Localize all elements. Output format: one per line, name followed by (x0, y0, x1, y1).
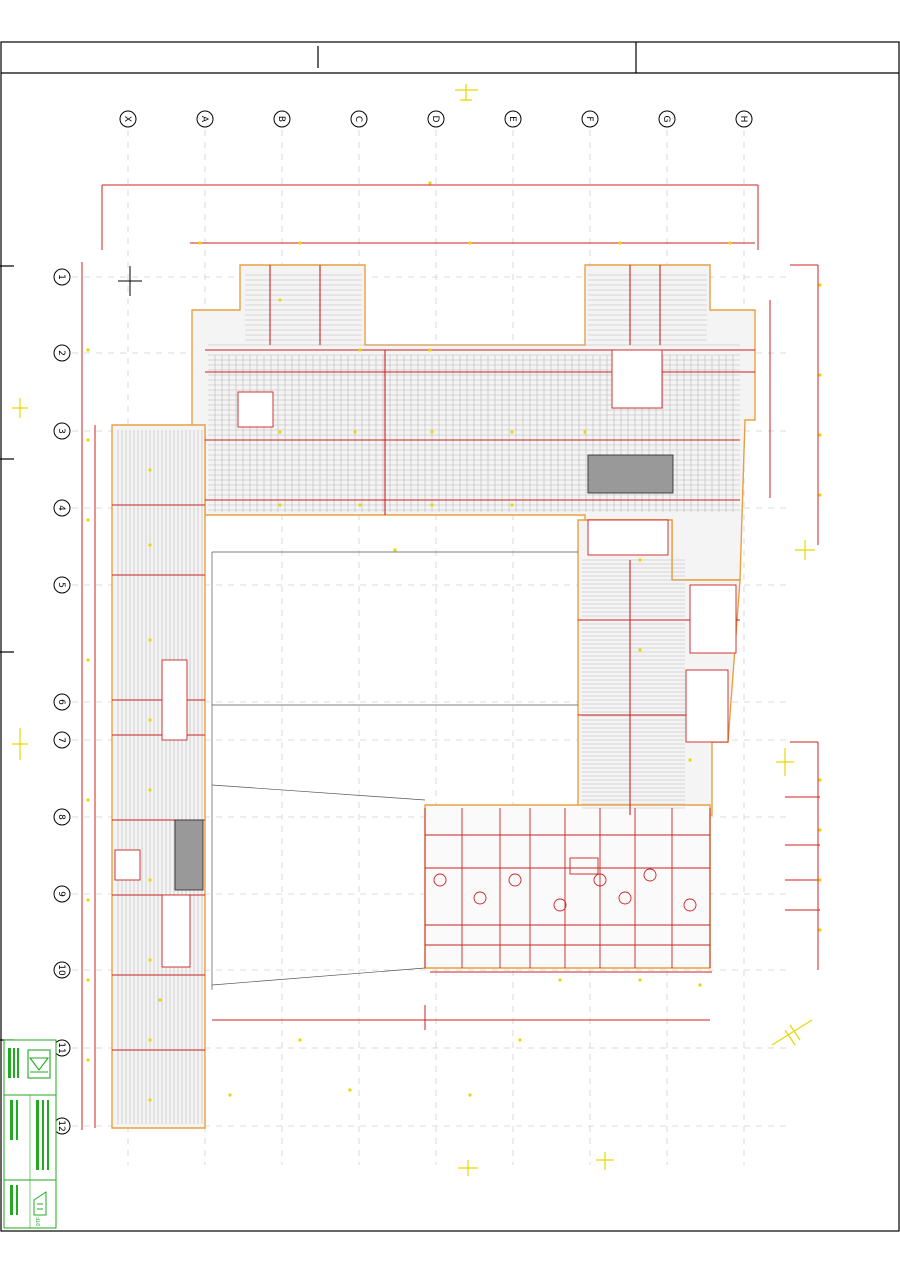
row-axis-10: 10 (53, 961, 71, 979)
column-axis-label: X (122, 116, 132, 122)
column-axis-G: G (658, 110, 676, 128)
column-axis-label: A (199, 116, 209, 123)
row-axis-9: 9 (53, 885, 71, 903)
column-axis-label: D (430, 116, 440, 123)
column-axis-label: C (353, 116, 363, 122)
sheet-border (0, 41, 900, 1232)
column-axis-B: B (273, 110, 291, 128)
sheet-number: 9TF (36, 1217, 42, 1226)
column-axis-X: X (119, 110, 137, 128)
row-axis-8: 8 (53, 808, 71, 826)
slab-hatching (117, 274, 740, 1124)
row-axis-label: 9 (56, 891, 66, 897)
column-axis-label: H (738, 116, 748, 123)
courtyard-lines (211, 551, 578, 990)
stamp-fine-print (8, 1048, 49, 1215)
row-axis-4: 4 (53, 499, 71, 517)
row-axis-label: 5 (56, 582, 66, 588)
row-axis-label: 6 (56, 699, 66, 705)
row-axis-label: 8 (56, 814, 66, 820)
column-axis-E: E (504, 110, 522, 128)
column-axis-H: H (735, 110, 753, 128)
column-axis-label: E (507, 116, 517, 122)
row-axis-label: 1 (56, 274, 66, 280)
row-axis-1: 1 (53, 268, 71, 286)
row-axis-label: 2 (56, 350, 66, 356)
row-axis-label: 4 (56, 505, 66, 511)
annotation-markers (86, 181, 822, 1102)
dimension-lines (81, 184, 820, 1130)
crosshair-marker (118, 266, 142, 296)
row-axis-label: 11 (56, 1042, 66, 1053)
column-axis-A: A (196, 110, 214, 128)
row-axis-3: 3 (53, 422, 71, 440)
column-axis-C: C (350, 110, 368, 128)
stamp-symbol-icon (33, 1191, 47, 1216)
architect-logo (27, 1049, 51, 1079)
column-axis-D: D (427, 110, 445, 128)
title-block-stamp: 9TF (3, 1039, 57, 1229)
section-markers (12, 84, 815, 1176)
column-axis-label: F (584, 116, 594, 121)
column-axis-label: G (661, 116, 671, 123)
stair-cores (114, 349, 737, 968)
row-axis-label: 3 (56, 428, 66, 434)
row-axis-7: 7 (53, 731, 71, 749)
row-axis-label: 10 (56, 964, 66, 976)
row-axis-label: 12 (56, 1120, 66, 1131)
row-axis-2: 2 (53, 344, 71, 362)
row-axis-label: 7 (56, 737, 66, 743)
bottom-right-rooms (424, 808, 711, 968)
column-axis-F: F (581, 110, 599, 128)
column-axis-label: B (276, 116, 286, 122)
row-axis-5: 5 (53, 576, 71, 594)
row-axis-6: 6 (53, 693, 71, 711)
